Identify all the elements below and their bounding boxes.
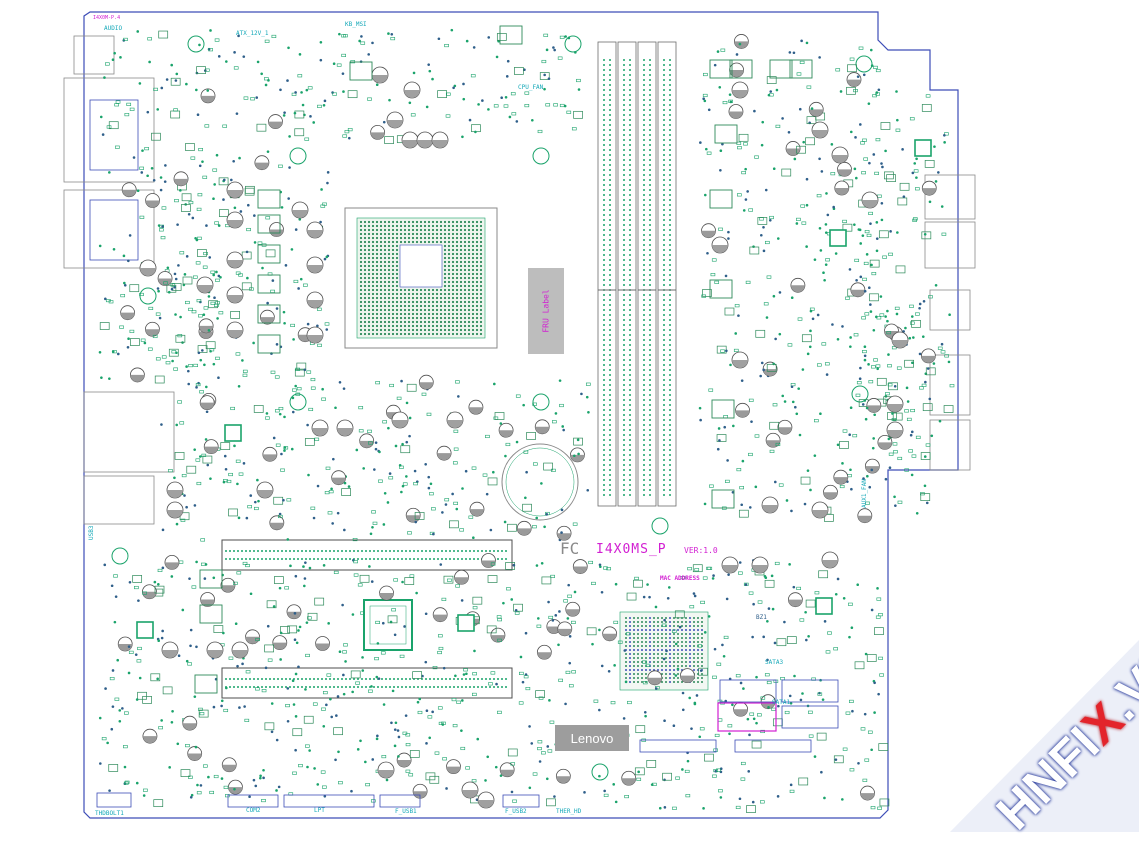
board-title: I4X0MS_P	[596, 542, 667, 557]
lpt-label: LPT	[314, 807, 325, 814]
usb-lan-label: USB3	[88, 525, 95, 540]
super-io-chip	[363, 599, 413, 651]
sata-highlight-box	[717, 702, 777, 732]
bottom-headers	[96, 739, 812, 808]
sata3-label: SATA3	[765, 659, 784, 666]
atx-12v-label: ATX_12V_1	[236, 30, 269, 37]
f-usb1-label: F_USB1	[395, 808, 417, 815]
mac-address-label: MAC ADDRESS	[660, 575, 700, 582]
buzzer-label: BZ1	[756, 614, 767, 621]
cert-marks: FC	[560, 539, 580, 558]
cpu-socket	[344, 207, 498, 349]
cmos-battery	[501, 443, 579, 521]
watermark-triangle	[950, 640, 1139, 832]
lenovo-logo: Lenovo	[555, 725, 629, 751]
kb-ms-label: KB_MSI	[345, 21, 367, 28]
ther-hd-label: THER_HD	[556, 808, 582, 815]
mounting-holes	[111, 35, 873, 781]
rear-io-connectors	[63, 35, 175, 525]
audio-label: AUDIO	[104, 25, 123, 32]
thunderbolt-label: THDBOLT1	[95, 810, 124, 817]
revision-tag: I4X0M-P.4	[93, 15, 121, 21]
com2-label: COM2	[246, 807, 261, 814]
sata-connectors	[719, 679, 839, 729]
fru-label: FRU Label	[528, 268, 564, 354]
component-field	[98, 25, 955, 813]
expansion-slots	[221, 539, 513, 699]
cpu-fan-label: CPU_FAN	[518, 84, 544, 91]
aux1-fan-label: AUX1_FAN	[861, 479, 868, 508]
dimm-slots	[597, 41, 677, 507]
board-version: VER:1.0	[684, 546, 718, 555]
f-usb2-label: F_USB2	[505, 808, 527, 815]
sata1-label: SATA1	[772, 699, 791, 706]
